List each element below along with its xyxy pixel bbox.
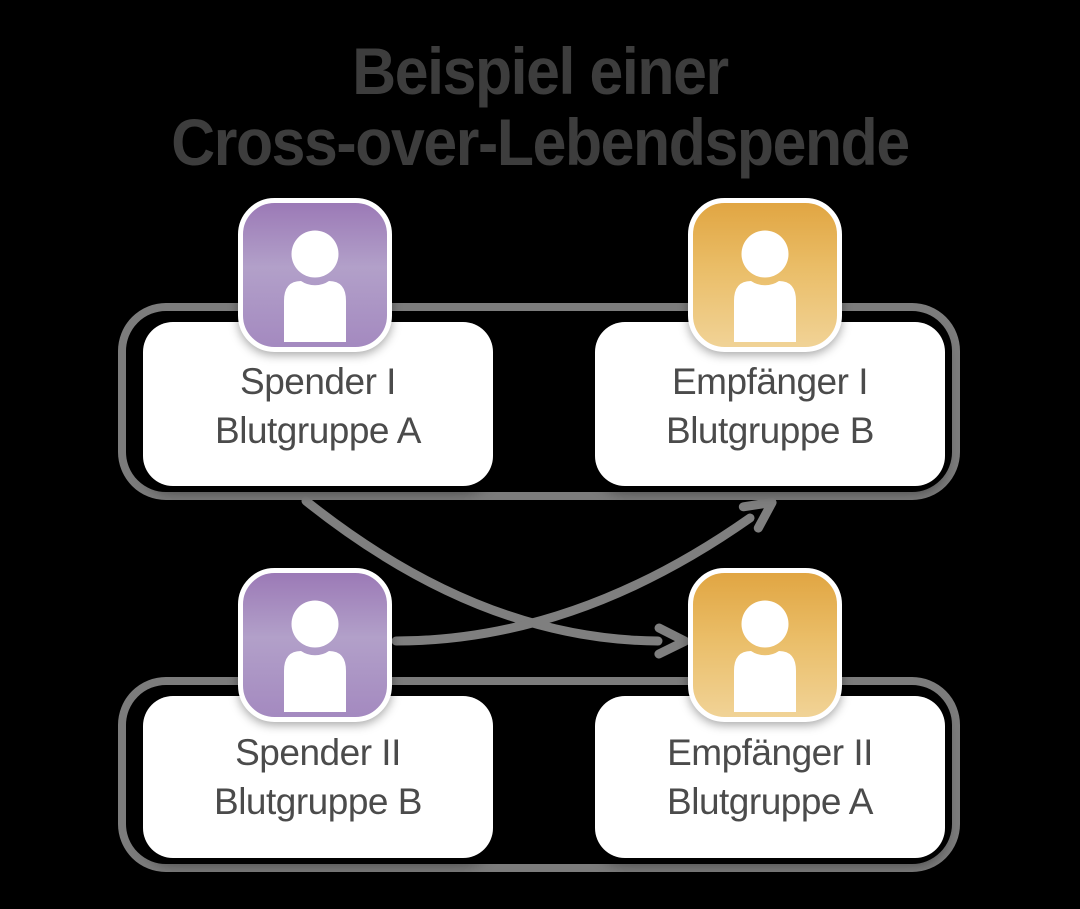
node-card-empfaenger-2: Empfänger II Blutgruppe A <box>595 696 945 858</box>
node-card-spender-2: Spender II Blutgruppe B <box>143 696 493 858</box>
page-title-line-2: Cross-over-Lebendspende <box>171 105 910 179</box>
node-name: Empfänger I <box>671 361 869 402</box>
node-blood-group: Blutgruppe A <box>667 781 873 822</box>
node-name: Spender I <box>240 361 396 402</box>
pair-2-outline <box>118 677 960 872</box>
person-icon <box>688 568 842 722</box>
node-name: Spender II <box>235 732 401 773</box>
person-icon <box>238 568 392 722</box>
node-blood-group: Blutgruppe B <box>214 781 422 822</box>
node-name: Empfänger II <box>667 732 873 773</box>
node-card-spender-1: Spender I Blutgruppe A <box>143 322 493 486</box>
page-title-line-1: Beispiel einer <box>352 34 729 108</box>
pair-1-outline <box>118 303 960 500</box>
node-blood-group: Blutgruppe B <box>666 410 874 451</box>
page-title: Beispiel einer Cross-over-Lebendspende <box>43 36 1037 178</box>
person-icon <box>688 198 842 352</box>
person-icon <box>238 198 392 352</box>
node-blood-group: Blutgruppe A <box>215 410 421 451</box>
